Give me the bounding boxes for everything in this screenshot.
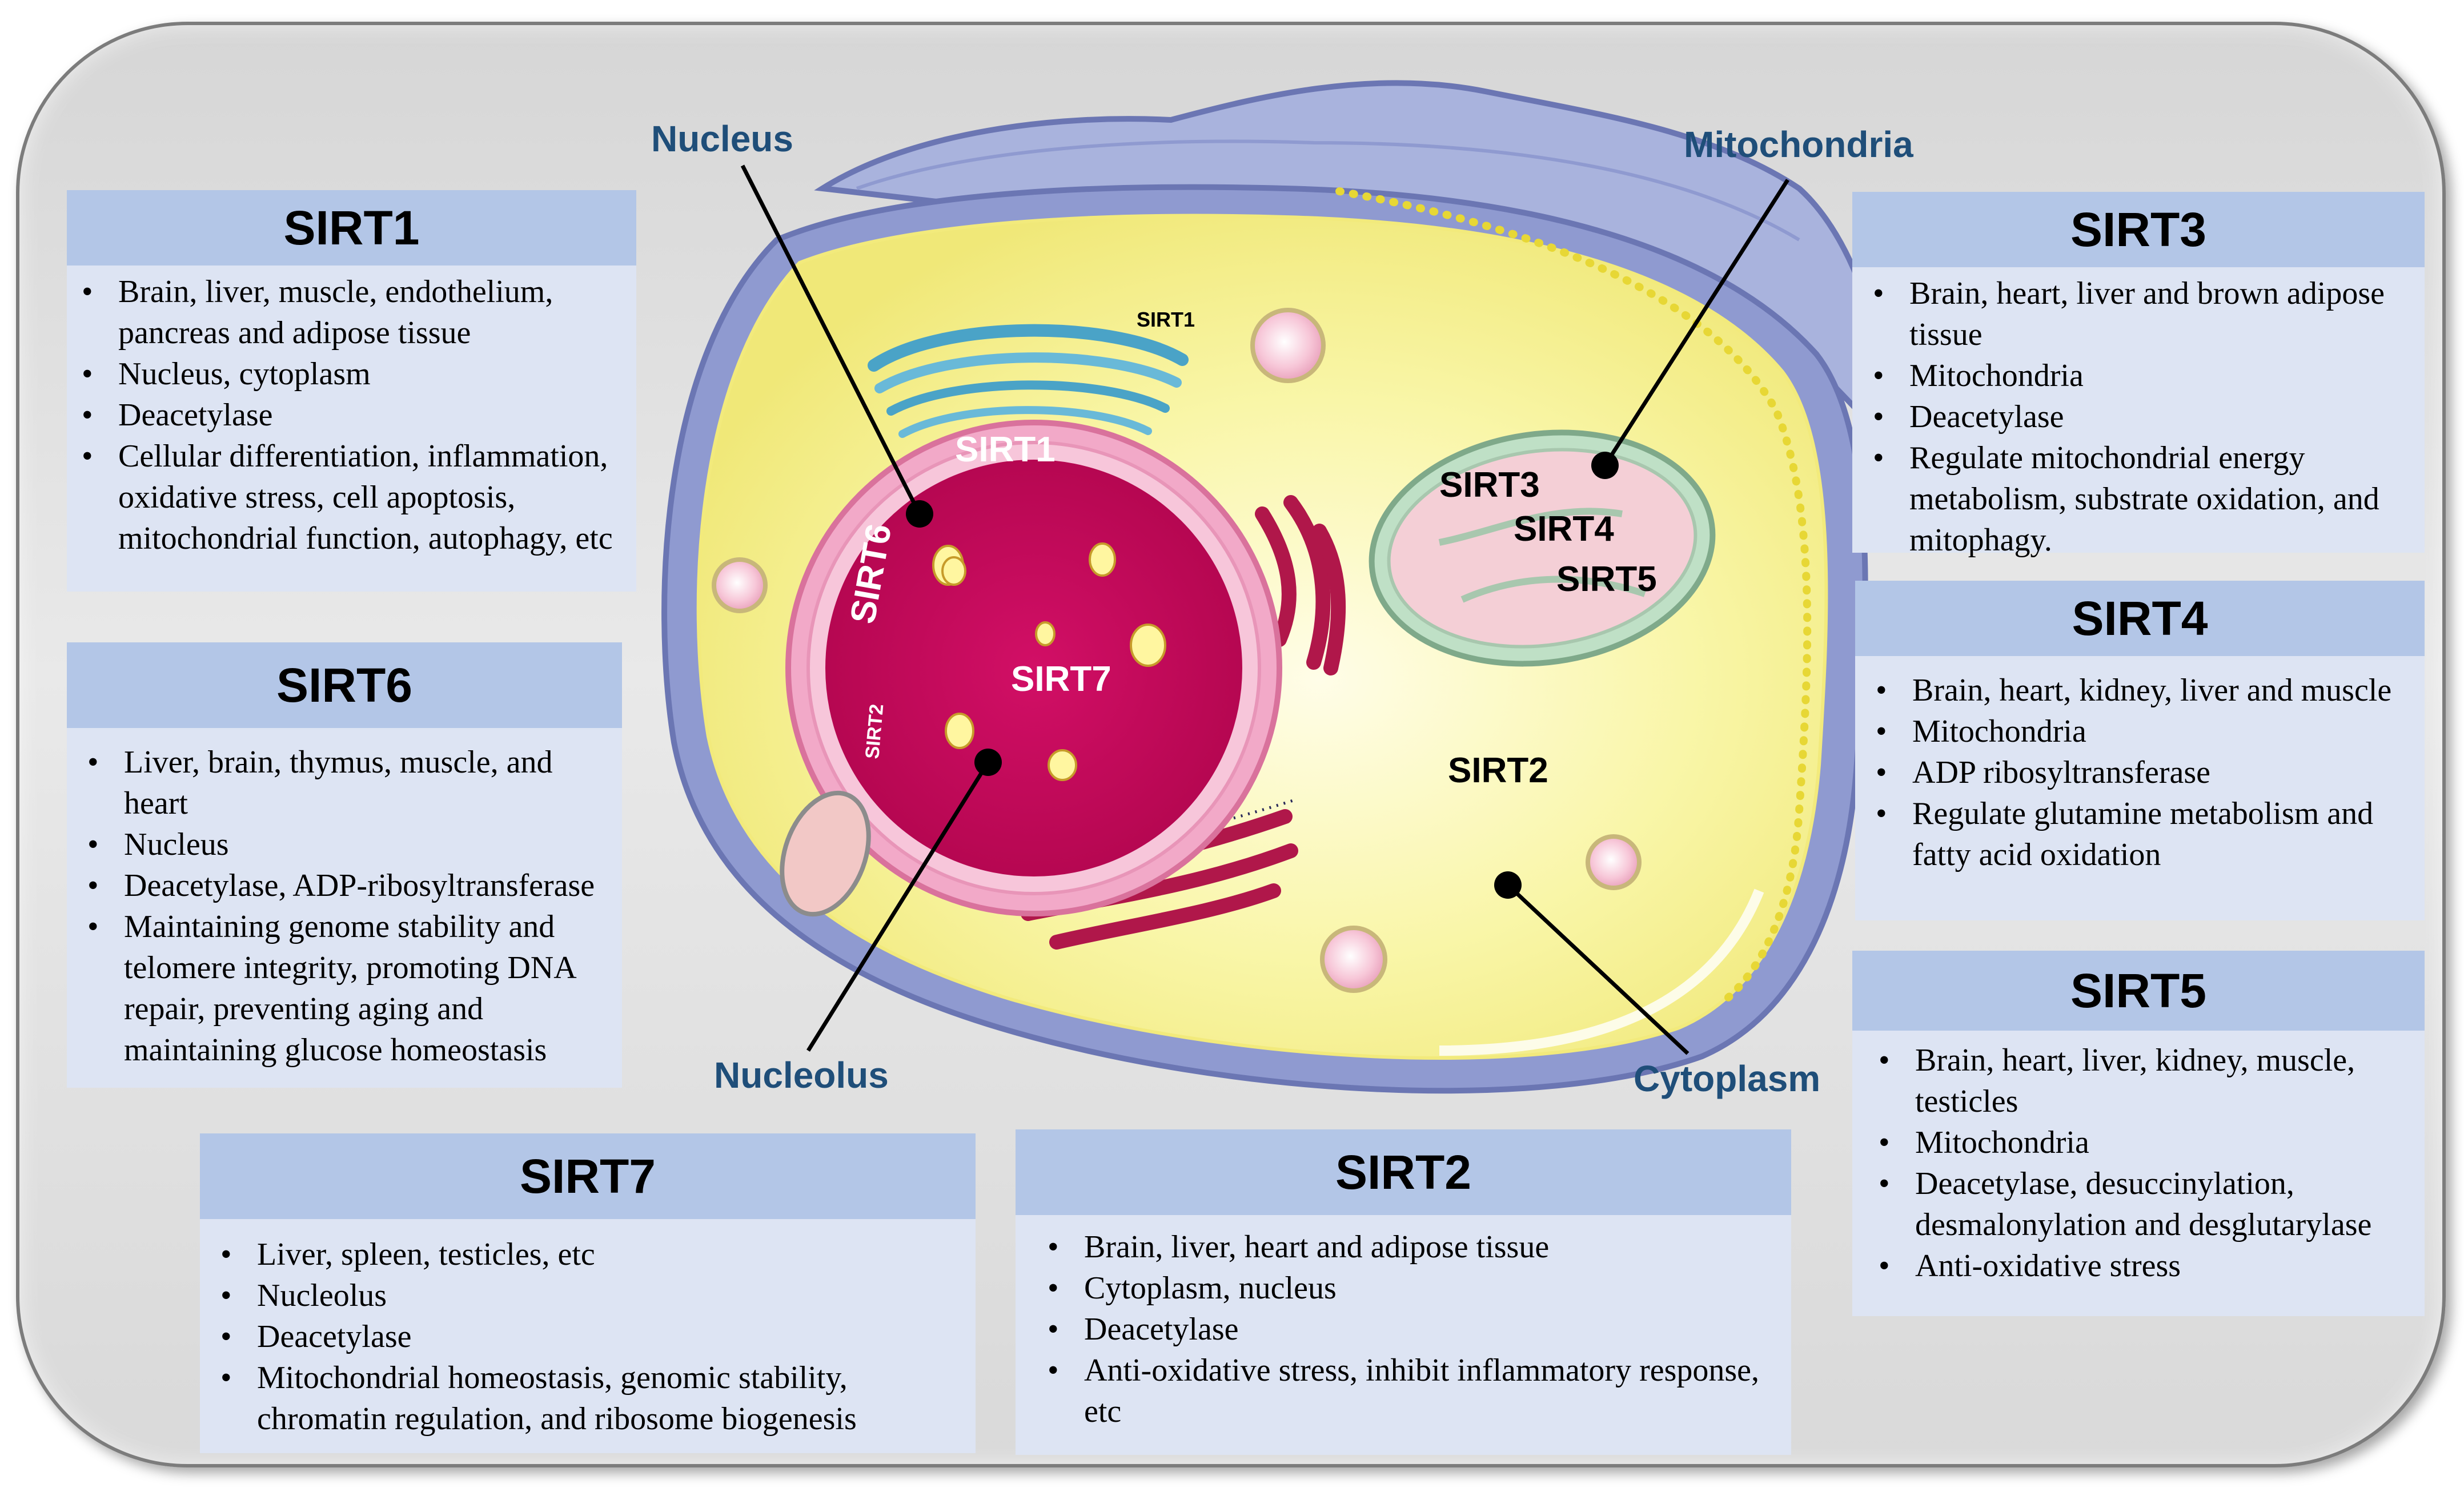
sirt5-item: Mitochondria bbox=[1879, 1122, 2413, 1163]
sirt3-item: Deacetylase bbox=[1873, 396, 2413, 437]
sirt1-item: Nucleus, cytoplasm bbox=[82, 353, 625, 395]
sirt4-title: SIRT4 bbox=[1855, 581, 2425, 656]
sirt2-item: Brain, liver, heart and adipose tissue bbox=[1048, 1226, 1780, 1268]
sirt1-title: SIRT1 bbox=[67, 190, 636, 266]
callout-nucleus: Nucleus bbox=[651, 118, 793, 159]
sirt2-title: SIRT2 bbox=[1016, 1129, 1791, 1215]
sirt6-item: Deacetylase, ADP-ribosyltransferase bbox=[87, 865, 611, 906]
pointer-lines bbox=[740, 164, 1789, 1055]
sirt7-item: Deacetylase bbox=[220, 1316, 964, 1357]
sirt2-info-box: SIRT2 Brain, liver, heart and adipose ti… bbox=[1016, 1129, 1791, 1455]
mitochondrion-cristae bbox=[1438, 508, 1646, 603]
sirt4-item: ADP ribosyltransferase bbox=[1876, 752, 2413, 793]
cell-label-sirt1-nucleus: SIRT1 bbox=[955, 430, 1056, 469]
cell-label-sirt1-small: SIRT1 bbox=[1137, 308, 1195, 331]
cell-membrane-top-inner bbox=[856, 139, 1800, 242]
sirt6-item: Maintaining genome stability and telomer… bbox=[87, 906, 611, 1071]
sirt4-item: Regulate glutamine metabolism and fatty … bbox=[1876, 793, 2413, 875]
callout-cytoplasm: Cytoplasm bbox=[1634, 1058, 1821, 1099]
sirt1-info-box: SIRT1 Brain, liver, muscle, endothelium,… bbox=[67, 190, 636, 592]
sirt7-info-box: SIRT7 Liver, spleen, testicles, etc Nucl… bbox=[200, 1133, 976, 1453]
sirt3-item: Regulate mitochondrial energy metabolism… bbox=[1873, 437, 2413, 561]
sirt3-item: Mitochondria bbox=[1873, 355, 2413, 396]
sirt5-list: Brain, heart, liver, kidney, muscle, tes… bbox=[1852, 1031, 2425, 1286]
cell-label-sirt4: SIRT4 bbox=[1514, 509, 1614, 549]
sirt5-info-box: SIRT5 Brain, heart, liver, kidney, muscl… bbox=[1852, 951, 2425, 1316]
sirt1-item: Cellular differentiation, inflammation, … bbox=[82, 436, 625, 559]
cytoplasm-highlight bbox=[1439, 888, 1764, 1056]
cell-label-sirt2-cyto: SIRT2 bbox=[1448, 751, 1548, 790]
sirt5-item: Brain, heart, liver, kidney, muscle, tes… bbox=[1879, 1040, 2413, 1122]
sirt4-info-box: SIRT4 Brain, heart, kidney, liver and mu… bbox=[1855, 581, 2425, 920]
cell-label-sirt5: SIRT5 bbox=[1556, 560, 1657, 599]
sirt3-item: Brain, heart, liver and brown adipose ti… bbox=[1873, 273, 2413, 355]
sirt2-item: Deacetylase bbox=[1048, 1309, 1780, 1350]
sirt5-title: SIRT5 bbox=[1852, 951, 2425, 1031]
nuclear-pores bbox=[932, 542, 1166, 781]
cell-label-sirt3: SIRT3 bbox=[1439, 465, 1540, 505]
sirt7-list: Liver, spleen, testicles, etc Nucleolus … bbox=[200, 1219, 976, 1439]
sirt6-title: SIRT6 bbox=[67, 642, 622, 728]
sirt5-item: Deacetylase, desuccinylation, desmalonyl… bbox=[1879, 1163, 2413, 1245]
callout-nucleolus: Nucleolus bbox=[714, 1055, 889, 1096]
sirt2-item: Anti-oxidative stress, inhibit inflammat… bbox=[1048, 1350, 1780, 1432]
sirt7-item: Nucleolus bbox=[220, 1275, 964, 1316]
sirt6-info-box: SIRT6 Liver, brain, thymus, muscle, and … bbox=[67, 642, 622, 1088]
sirt1-item: Brain, liver, muscle, endothelium, pancr… bbox=[82, 271, 625, 353]
vesicles bbox=[712, 308, 1642, 993]
sirt7-item: Mitochondrial homeostasis, genomic stabi… bbox=[220, 1357, 964, 1439]
sirt3-list: Brain, heart, liver and brown adipose ti… bbox=[1852, 267, 2425, 561]
sirt4-item: Mitochondria bbox=[1876, 711, 2413, 752]
sirt3-title: SIRT3 bbox=[1852, 192, 2425, 267]
sirt7-item: Liver, spleen, testicles, etc bbox=[220, 1234, 964, 1275]
small-mitochondrion bbox=[780, 790, 871, 917]
sirt2-item: Cytoplasm, nucleus bbox=[1048, 1268, 1780, 1309]
sirt6-item: Nucleus bbox=[87, 824, 611, 865]
nucleus bbox=[825, 460, 1242, 876]
sirt2-list: Brain, liver, heart and adipose tissue C… bbox=[1016, 1215, 1791, 1432]
sirt3-info-box: SIRT3 Brain, heart, liver and brown adip… bbox=[1852, 192, 2425, 558]
golgi-apparatus bbox=[868, 324, 1189, 438]
cell-label-sirt7: SIRT7 bbox=[1011, 659, 1111, 699]
sirt1-list: Brain, liver, muscle, endothelium, pancr… bbox=[67, 266, 636, 559]
sirt7-title: SIRT7 bbox=[200, 1133, 976, 1219]
sirt4-item: Brain, heart, kidney, liver and muscle bbox=[1876, 670, 2413, 711]
sirt6-item: Liver, brain, thymus, muscle, and heart bbox=[87, 742, 611, 824]
sirt1-item: Deacetylase bbox=[82, 395, 625, 436]
pointer-dots bbox=[906, 452, 1619, 899]
cell-label-sirt2-small: SIRT2 bbox=[861, 703, 888, 759]
membrane-dots bbox=[1335, 187, 1812, 1009]
sirt5-item: Anti-oxidative stress bbox=[1879, 1245, 2413, 1286]
sirt6-list: Liver, brain, thymus, muscle, and heart … bbox=[67, 728, 622, 1071]
sirt4-list: Brain, heart, kidney, liver and muscle M… bbox=[1855, 656, 2425, 875]
callout-mitochondria: Mitochondria bbox=[1684, 124, 1913, 165]
